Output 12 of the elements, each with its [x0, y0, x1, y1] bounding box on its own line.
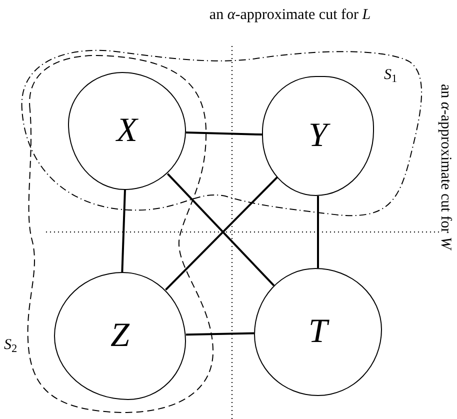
- region-blob: [54, 272, 186, 400]
- region-blob: [262, 76, 374, 196]
- region-blob: [68, 72, 186, 190]
- connector-line: [121, 190, 126, 272]
- annotation-text: an α-approximate cut for W: [436, 84, 454, 250]
- connector-line: [186, 332, 254, 336]
- annotation-text: an α-approximate cut for L: [208, 6, 372, 25]
- annotation-text: S$_{2}$: [4, 336, 18, 356]
- connector-line: [186, 132, 262, 136]
- connector-line: [317, 196, 319, 268]
- region-blob: [254, 268, 382, 396]
- annotation-text: S$_{1}$: [384, 66, 398, 86]
